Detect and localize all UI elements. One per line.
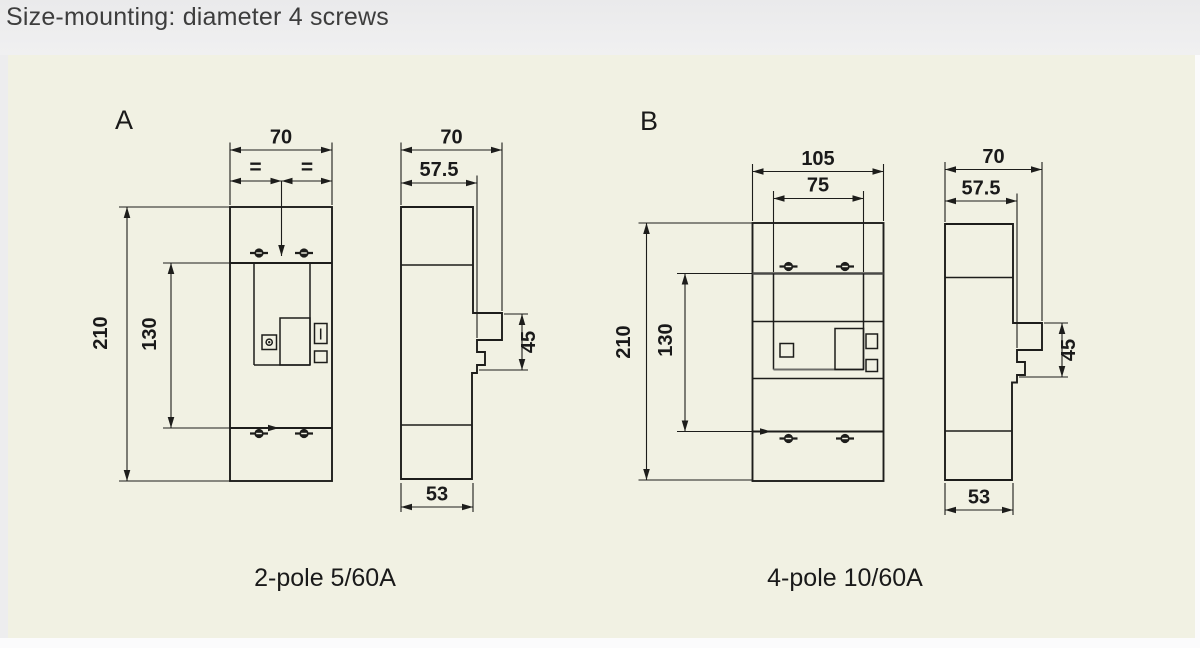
dim-a-side-base-depth: 53 [400, 483, 474, 512]
screw-icon [834, 432, 856, 445]
trip-button [261, 334, 278, 351]
figure-b-label: B [640, 106, 658, 136]
dim-b-side-terminal-height: 45 [1019, 322, 1080, 378]
dim-b-side-base-depth: 53 [944, 483, 1014, 515]
label-window [313, 350, 328, 364]
label-window [865, 358, 879, 373]
figure-a-caption: 2-pole 5/60A [254, 564, 396, 592]
dim-b-front-mount-height: 130 [655, 272, 772, 435]
page-margin-right [1195, 55, 1200, 648]
svg-text:210: 210 [613, 325, 635, 358]
screw-icon [248, 247, 270, 259]
svg-text:130: 130 [139, 317, 161, 350]
page-title: Size-mounting: diameter 4 screws [6, 3, 389, 31]
figure-a: A [90, 105, 540, 592]
figure-b-side-view: 70 57.5 45 53 [944, 146, 1080, 515]
svg-text:105: 105 [801, 148, 834, 170]
dimension-drawing: A [90, 105, 1080, 592]
dim-a-front-width: 70 [229, 127, 333, 205]
screw-icon [778, 260, 799, 273]
diagram-panel: A [8, 55, 1195, 638]
dim-b-side-body-depth: 57.5 [944, 178, 1018, 348]
svg-text:=: = [301, 156, 313, 179]
dim-a-front-height: 210 [90, 206, 230, 482]
svg-text:45: 45 [518, 331, 540, 353]
svg-text:57.5: 57.5 [420, 159, 459, 181]
screw-icon [293, 427, 315, 440]
screw-icon [293, 247, 315, 259]
svg-text:57.5: 57.5 [962, 178, 1001, 200]
figure-a-label: A [115, 105, 133, 135]
dim-b-front-width: 105 [751, 148, 885, 221]
screw-icon [834, 260, 856, 273]
dim-a-side-body-depth: 57.5 [401, 159, 478, 338]
figure-b-front-view: 105 75 210 130 [613, 148, 885, 482]
svg-text:130: 130 [655, 323, 677, 356]
svg-text:53: 53 [968, 487, 990, 509]
figure-b: B [613, 106, 1080, 592]
figure-a-front-view: 70 = = 210 130 [90, 127, 333, 482]
dim-a-side-terminal-height: 45 [479, 313, 540, 371]
svg-text:210: 210 [90, 316, 112, 349]
test-slot [865, 333, 879, 350]
screw-icon [778, 432, 799, 445]
trip-button [779, 342, 795, 358]
test-slot [313, 322, 328, 345]
dim-b-side-depth: 70 [944, 146, 1043, 321]
dim-a-front-equal: = = [229, 156, 332, 256]
page-margin-bottom [0, 638, 1200, 648]
figure-a-side-view: 70 57.5 45 53 [400, 127, 540, 512]
svg-text:=: = [249, 156, 261, 179]
svg-text:45: 45 [1058, 339, 1080, 361]
svg-text:70: 70 [982, 146, 1004, 168]
title-bar: Size-mounting: diameter 4 screws [0, 0, 1200, 55]
svg-text:75: 75 [807, 175, 829, 197]
dim-a-front-mount-height: 130 [139, 262, 279, 432]
breaker-handle [834, 327, 865, 371]
breaker-handle [279, 317, 311, 366]
figure-b-caption: 4-pole 10/60A [767, 564, 923, 592]
svg-text:70: 70 [440, 127, 462, 149]
svg-text:70: 70 [270, 127, 292, 149]
dim-a-side-depth: 70 [400, 127, 503, 311]
screw-icon [248, 427, 270, 440]
svg-text:53: 53 [426, 484, 448, 506]
dim-b-front-mount-width: 75 [772, 175, 865, 272]
dim-b-front-height: 210 [613, 222, 753, 481]
